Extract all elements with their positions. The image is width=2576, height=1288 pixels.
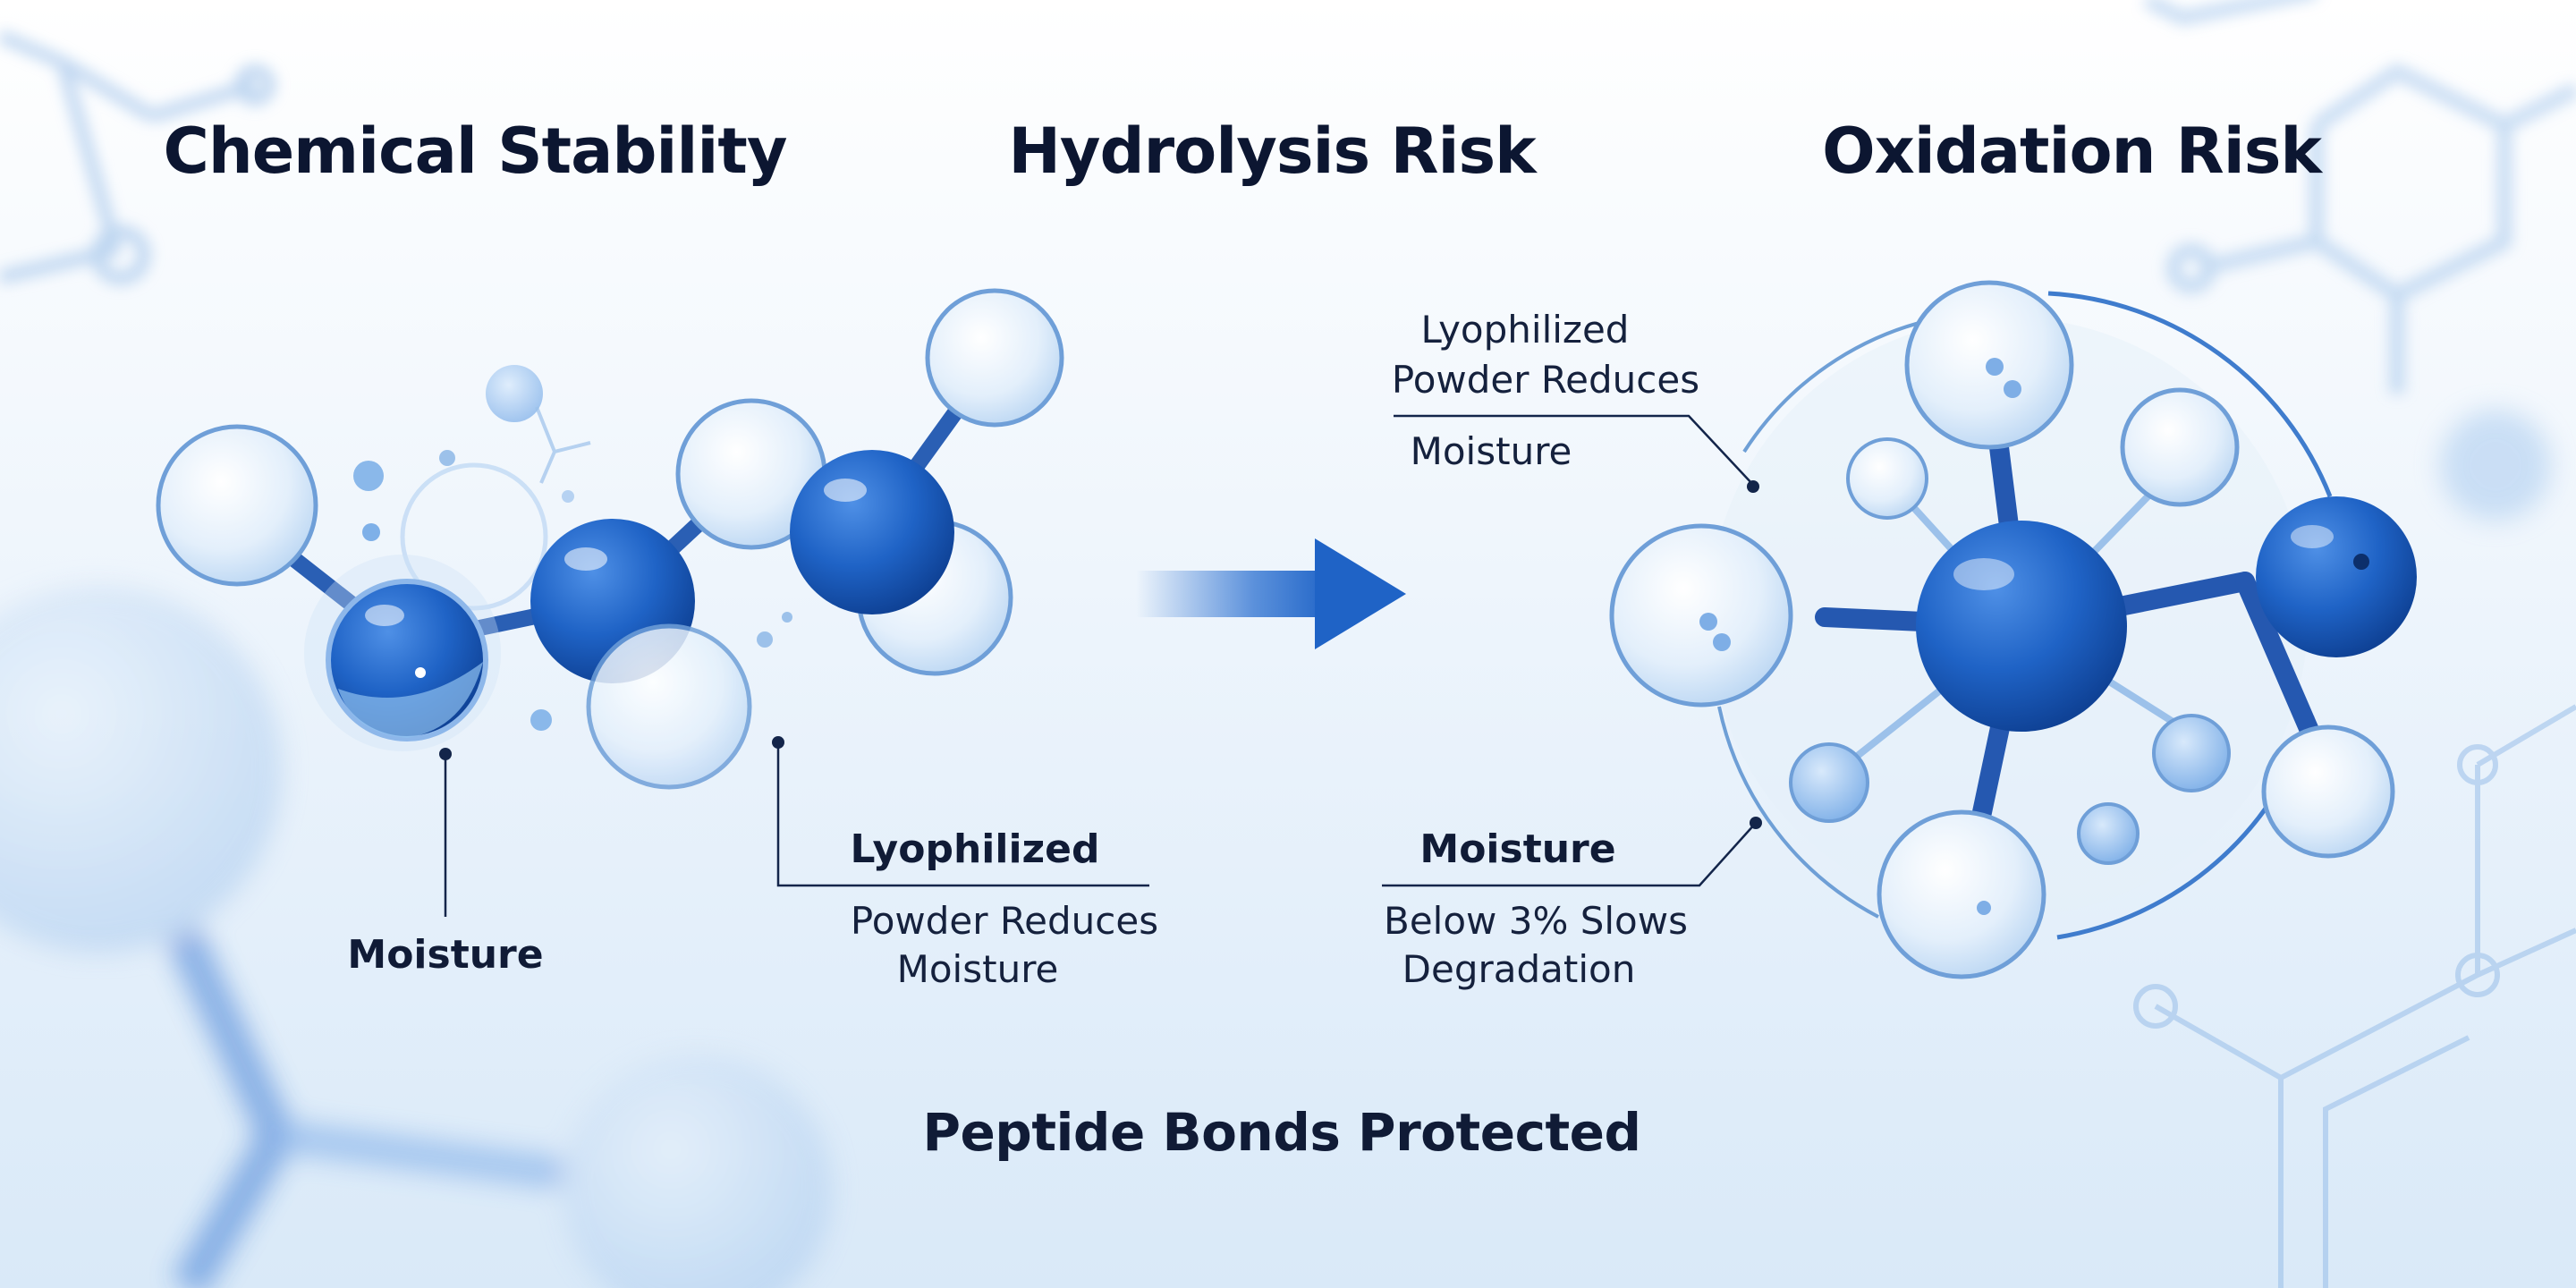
annotation-top-line2: Powder Reduces	[1391, 358, 1700, 402]
heading-chemical-stability: Chemical Stability	[163, 114, 787, 188]
annotation-dots	[439, 480, 1762, 829]
annotation-leaders	[444, 414, 1757, 917]
annotation-lyophilized-title: Lyophilized	[850, 826, 1100, 872]
annotation-lyophilized-line1: Powder Reduces	[850, 899, 1159, 943]
annotation-moisture-right-title: Moisture	[1419, 826, 1616, 872]
left-molecule	[156, 288, 1064, 790]
annotation-moisture-right-line2: Degradation	[1402, 947, 1636, 991]
heading-oxidation-risk: Oxidation Risk	[1822, 114, 2322, 188]
transition-arrow	[1136, 538, 1406, 649]
right-molecule	[1609, 280, 2417, 979]
annotation-top-line3: Moisture	[1410, 429, 1572, 473]
footer-caption: Peptide Bonds Protected	[922, 1102, 1641, 1163]
annotation-lyophilized-line2: Moisture	[896, 947, 1059, 991]
annotation-top-line1: Lyophilized	[1420, 308, 1630, 352]
annotation-moisture-left: Moisture	[347, 932, 544, 978]
annotation-moisture-right-line1: Below 3% Slows	[1384, 899, 1688, 943]
heading-hydrolysis-risk: Hydrolysis Risk	[1008, 114, 1536, 188]
